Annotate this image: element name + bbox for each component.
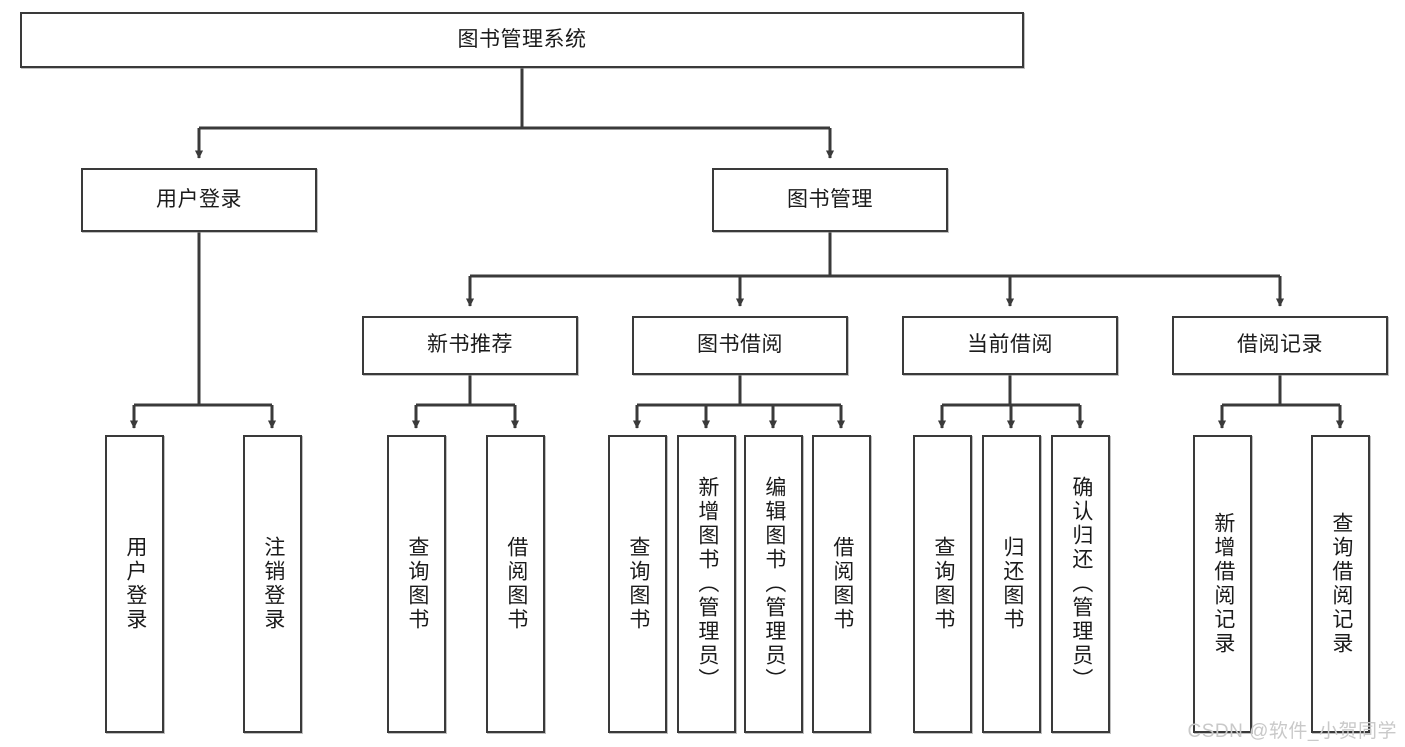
leaf-borrow-book-1-label: 借阅图书 <box>504 536 528 632</box>
leaf-confirm-return[interactable]: 确认归还（管理员） <box>1051 435 1110 733</box>
leaf-borrow-book-2[interactable]: 借阅图书 <box>812 435 871 733</box>
leaf-return-book[interactable]: 归还图书 <box>982 435 1041 733</box>
leaf-query-book-1[interactable]: 查询图书 <box>387 435 446 733</box>
leaf-query-record[interactable]: 查询借阅记录 <box>1311 435 1370 733</box>
node-new-book-recommend-label: 新书推荐 <box>427 333 513 357</box>
node-root[interactable]: 图书管理系统 <box>20 12 1024 68</box>
leaf-add-book-label: 新增图书（管理员） <box>695 476 719 692</box>
leaf-add-book[interactable]: 新增图书（管理员） <box>677 435 736 733</box>
leaf-borrow-book-2-label: 借阅图书 <box>830 536 854 632</box>
leaf-user-login[interactable]: 用户登录 <box>105 435 164 733</box>
leaf-edit-book-label: 编辑图书（管理员） <box>762 476 786 692</box>
leaf-query-book-1-label: 查询图书 <box>405 536 429 632</box>
leaf-user-login-label: 用户登录 <box>123 536 147 632</box>
leaf-user-logout-label: 注销登录 <box>261 536 285 632</box>
node-current-borrow[interactable]: 当前借阅 <box>902 316 1118 375</box>
node-current-borrow-label: 当前借阅 <box>967 333 1053 357</box>
node-book-manage-label: 图书管理 <box>787 187 873 211</box>
node-new-book-recommend[interactable]: 新书推荐 <box>362 316 578 375</box>
leaf-add-record-label: 新增借阅记录 <box>1211 512 1235 656</box>
node-borrow-record-label: 借阅记录 <box>1237 333 1323 357</box>
node-book-borrow[interactable]: 图书借阅 <box>632 316 848 375</box>
node-user-login-label: 用户登录 <box>156 187 242 211</box>
leaf-borrow-book-1[interactable]: 借阅图书 <box>486 435 545 733</box>
leaf-query-book-2-label: 查询图书 <box>626 536 650 632</box>
leaf-user-logout[interactable]: 注销登录 <box>243 435 302 733</box>
leaf-query-book-3[interactable]: 查询图书 <box>913 435 972 733</box>
leaf-confirm-return-label: 确认归还（管理员） <box>1069 476 1093 692</box>
leaf-query-book-3-label: 查询图书 <box>931 536 955 632</box>
node-user-login[interactable]: 用户登录 <box>81 168 317 232</box>
node-book-manage[interactable]: 图书管理 <box>712 168 948 232</box>
leaf-edit-book[interactable]: 编辑图书（管理员） <box>744 435 803 733</box>
leaf-query-book-2[interactable]: 查询图书 <box>608 435 667 733</box>
node-root-label: 图书管理系统 <box>457 27 587 51</box>
leaf-add-record[interactable]: 新增借阅记录 <box>1193 435 1252 733</box>
leaf-query-record-label: 查询借阅记录 <box>1329 512 1353 656</box>
node-book-borrow-label: 图书借阅 <box>697 333 783 357</box>
leaf-return-book-label: 归还图书 <box>1000 536 1024 632</box>
node-borrow-record[interactable]: 借阅记录 <box>1172 316 1388 375</box>
csdn-watermark: CSDN @软件_小贺同学 <box>1187 721 1397 742</box>
